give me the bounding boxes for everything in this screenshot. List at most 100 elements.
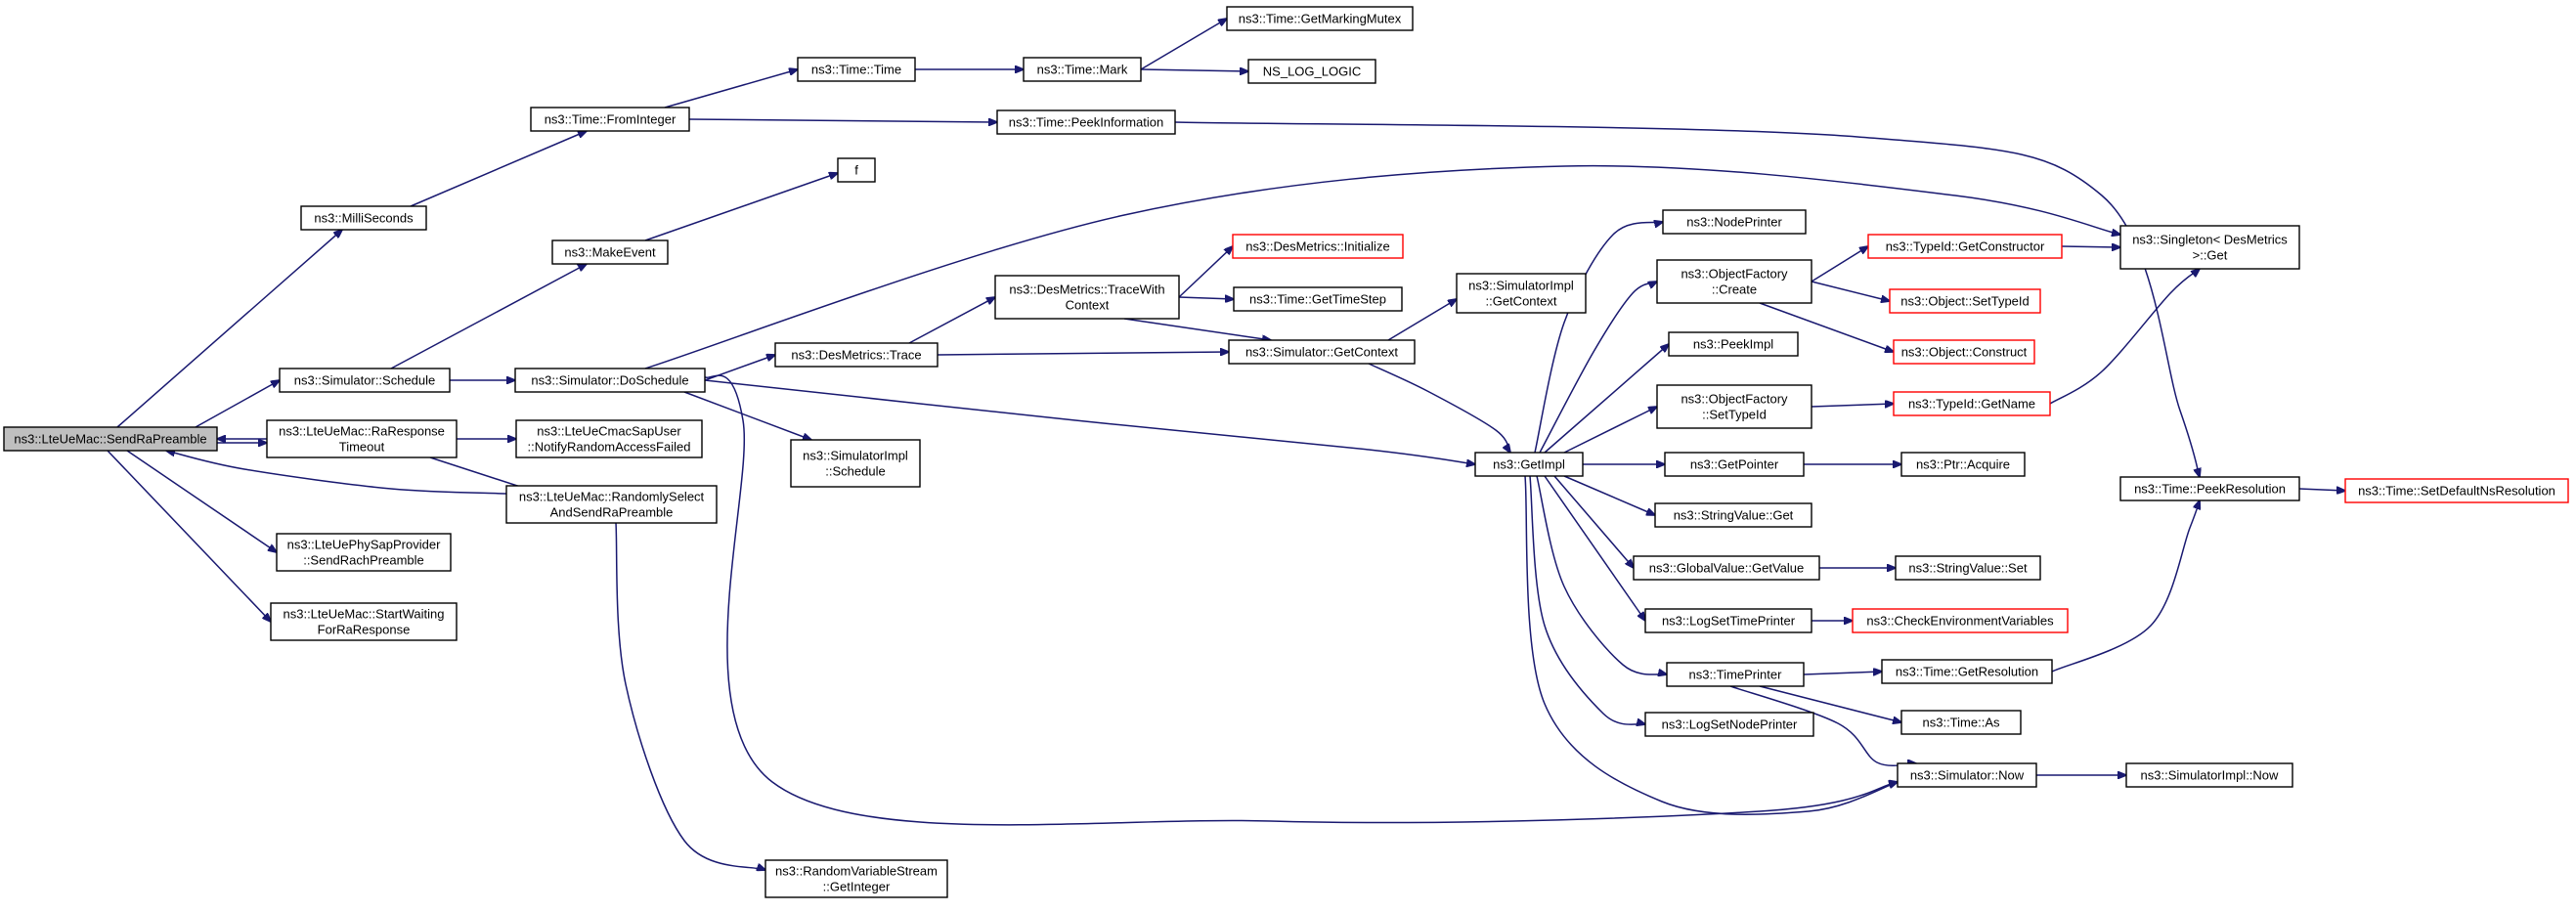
node-ns3-typeid-getname[interactable]: ns3::TypeId::GetName [1893, 391, 2051, 416]
node-ns3-time-peekresolution[interactable]: ns3::Time::PeekResolution [2119, 476, 2300, 501]
node-ns3-singleton-desmetrics-get[interactable]: ns3::Singleton< DesMetrics >::Get [2119, 225, 2300, 270]
node-box [279, 368, 451, 393]
node-ns3-typeid-getconstructor[interactable]: ns3::TypeId::GetConstructor [1867, 234, 2063, 259]
node-box [2125, 762, 2293, 788]
node-ns3-getpointer[interactable]: ns3::GetPointer [1664, 452, 1805, 477]
node-ns3-simulator-now[interactable]: ns3::Simulator::Now [1897, 762, 2037, 788]
node-ns3-logsettimeprinter[interactable]: ns3::LogSetTimePrinter [1644, 608, 1812, 633]
node-ns3-simulatorimpl-now[interactable]: ns3::SimulatorImpl::Now [2125, 762, 2293, 788]
node-label: ns3::TimePrinter [1689, 668, 1783, 682]
node-ns3-time-peekinformation[interactable]: ns3::Time::PeekInformation [996, 109, 1176, 135]
node-ns3-peekimpl[interactable]: ns3::PeekImpl [1668, 331, 1799, 357]
node-ns3-objectfactory-settypeid[interactable]: ns3::ObjectFactory::SetTypeId [1656, 384, 1812, 429]
node-label: ns3::GetPointer [1690, 457, 1779, 472]
node-ns3-time-getmarkingmutex[interactable]: ns3::Time::GetMarkingMutex [1226, 6, 1414, 31]
node-box [1656, 259, 1812, 304]
node-f[interactable]: f [837, 157, 876, 183]
node-ns3-milliseconds[interactable]: ns3::MilliSeconds [300, 205, 427, 231]
node-label: ns3::RandomVariableStream [775, 864, 938, 879]
node-box [266, 419, 458, 458]
node-box [797, 57, 916, 82]
node-box [1233, 286, 1403, 312]
node-box [790, 439, 921, 488]
node-label: ns3::LteUeMac::SendRaPreamble [14, 432, 206, 447]
node-label: ns3::Time::Mark [1037, 63, 1128, 77]
node-ns3-randomvariablestream-getinteger[interactable]: ns3::RandomVariableStream::GetInteger [764, 859, 948, 898]
node-ns3-simulator-getcontext[interactable]: ns3::Simulator::GetContext [1228, 339, 1416, 365]
node-label: ns3::GlobalValue::GetValue [1649, 561, 1805, 576]
node-ns3-object-construct[interactable]: ns3::Object::Construct [1893, 339, 2035, 365]
node-ns3-lteuephysapprovider-sendrachpreamble[interactable]: ns3::LteUePhySapProvider::SendRachPreamb… [276, 533, 452, 572]
node-box [1228, 339, 1416, 365]
node-label: ns3::CheckEnvironmentVariables [1866, 614, 2054, 629]
node-ns3-desmetrics-trace[interactable]: ns3::DesMetrics::Trace [774, 342, 939, 368]
edge-getctor-to-singleton [2061, 246, 2120, 247]
node-ns3-stringvalue-get[interactable]: ns3::StringValue::Get [1654, 502, 1812, 528]
node-ns3-time-mark[interactable]: ns3::Time::Mark [1023, 57, 1142, 82]
node-ns3-time-gettimestep[interactable]: ns3::Time::GetTimeStep [1233, 286, 1403, 312]
node-box [1644, 608, 1812, 633]
node-ns3-lteuemac-randomlyselect-andsendrapreamble[interactable]: ns3::LteUeMac::RandomlySelectAndSendRaPr… [505, 485, 718, 524]
node-ns3-objectfactory-create[interactable]: ns3::ObjectFactory::Create [1656, 259, 1812, 304]
edge-getname-to-singleton [2049, 269, 2200, 405]
node-ns-log-logic[interactable]: NS_LOG_LOGIC [1247, 59, 1376, 84]
node-box [837, 157, 876, 183]
node-box [1247, 59, 1376, 84]
node-ns3-globalvalue-getvalue[interactable]: ns3::GlobalValue::GetValue [1633, 555, 1820, 581]
node-box [505, 485, 718, 524]
edge-objcreate-to-objsettypeid [1811, 281, 1890, 301]
node-ns3-makeevent[interactable]: ns3::MakeEvent [551, 239, 669, 265]
node-ns3-timeprinter[interactable]: ns3::TimePrinter [1666, 662, 1805, 687]
node-ns3-simulator-schedule[interactable]: ns3::Simulator::Schedule [279, 368, 451, 393]
node-label: ns3::DesMetrics::Initialize [1245, 239, 1389, 254]
edge-timeprinter-to-timeas [1759, 685, 1901, 722]
node-ns3-lteuecmacsapuser-notifyrandomaccessfailed[interactable]: ns3::LteUeCmacSapUser::NotifyRandomAcces… [515, 419, 703, 458]
node-label: ns3::DesMetrics::Trace [791, 348, 921, 363]
node-label: ns3::Ptr::Acquire [1916, 457, 2010, 472]
edge-root-to-sched [195, 380, 280, 428]
node-ns3-time-frominteger[interactable]: ns3::Time::FromInteger [530, 107, 690, 132]
node-label: ns3::StringValue::Set [1908, 561, 2028, 576]
node-ns3-simulator-doschedule[interactable]: ns3::Simulator::DoSchedule [514, 368, 706, 393]
node-ns3-checkenvironmentvariables[interactable]: ns3::CheckEnvironmentVariables [1852, 608, 2069, 633]
node-ns3-getimpl[interactable]: ns3::GetImpl [1474, 452, 1584, 477]
edges-layer [107, 19, 2345, 870]
node-ns3-time-time[interactable]: ns3::Time::Time [797, 57, 916, 82]
node-ns3-ptr-acquire[interactable]: ns3::Ptr::Acquire [1900, 452, 2026, 477]
edge-getimpl-to-lognode [1529, 475, 1645, 724]
node-ns3-simulatorimpl-schedule[interactable]: ns3::SimulatorImpl::Schedule [790, 439, 921, 488]
edge-destrace-to-tracewith [908, 297, 995, 344]
node-label: ns3::SimulatorImpl::Now [2141, 768, 2279, 783]
node-ns3-logsetnodeprinter[interactable]: ns3::LogSetNodePrinter [1644, 712, 1814, 737]
node-label: ns3::Singleton< DesMetrics [2132, 233, 2288, 247]
node-box [1881, 659, 2053, 684]
node-box [1852, 608, 2069, 633]
edge-getimpl-to-strget [1563, 475, 1655, 515]
node-ns3-desmetrics-initialize[interactable]: ns3::DesMetrics::Initialize [1232, 234, 1404, 259]
edge-tracewith-to-getcontext [1123, 318, 1271, 340]
node-box [1456, 273, 1587, 314]
node-ns3-time-getresolution[interactable]: ns3::Time::GetResolution [1881, 659, 2053, 684]
edge-tracewith-to-desinit [1178, 246, 1233, 298]
node-ns3-time-setdefaultnsresolution[interactable]: ns3::Time::SetDefaultNsResolution [2344, 478, 2569, 503]
edge-getimpl-to-gvget [1553, 475, 1634, 568]
node-label: ns3::PeekImpl [1693, 337, 1773, 352]
node-ns3-simulatorimpl-getcontext[interactable]: ns3::SimulatorImpl::GetContext [1456, 273, 1587, 314]
node-ns3-object-settypeid[interactable]: ns3::Object::SetTypeId [1889, 288, 2041, 314]
node-label: ns3::Time::GetMarkingMutex [1239, 12, 1402, 26]
node-ns3-time-as[interactable]: ns3::Time::As [1900, 710, 2022, 735]
edge-timeprinter-to-getres [1803, 672, 1882, 674]
edge-root-to-milli [116, 230, 342, 428]
node-label: ns3::Time::SetDefaultNsResolution [2358, 484, 2555, 499]
node-ns3-stringvalue-set[interactable]: ns3::StringValue::Set [1895, 555, 2041, 581]
node-box [774, 342, 939, 368]
edge-makeevent-to-f [644, 173, 838, 241]
node-label: ::NotifyRandomAccessFailed [528, 440, 691, 455]
node-ns3-nodeprinter[interactable]: ns3::NodePrinter [1662, 209, 1807, 235]
node-ns3-lteuemac-sendrapreamble[interactable]: ns3::LteUeMac::SendRaPreamble [3, 426, 218, 452]
node-label: ns3::Object::SetTypeId [1900, 294, 2030, 309]
node-box [276, 533, 452, 572]
